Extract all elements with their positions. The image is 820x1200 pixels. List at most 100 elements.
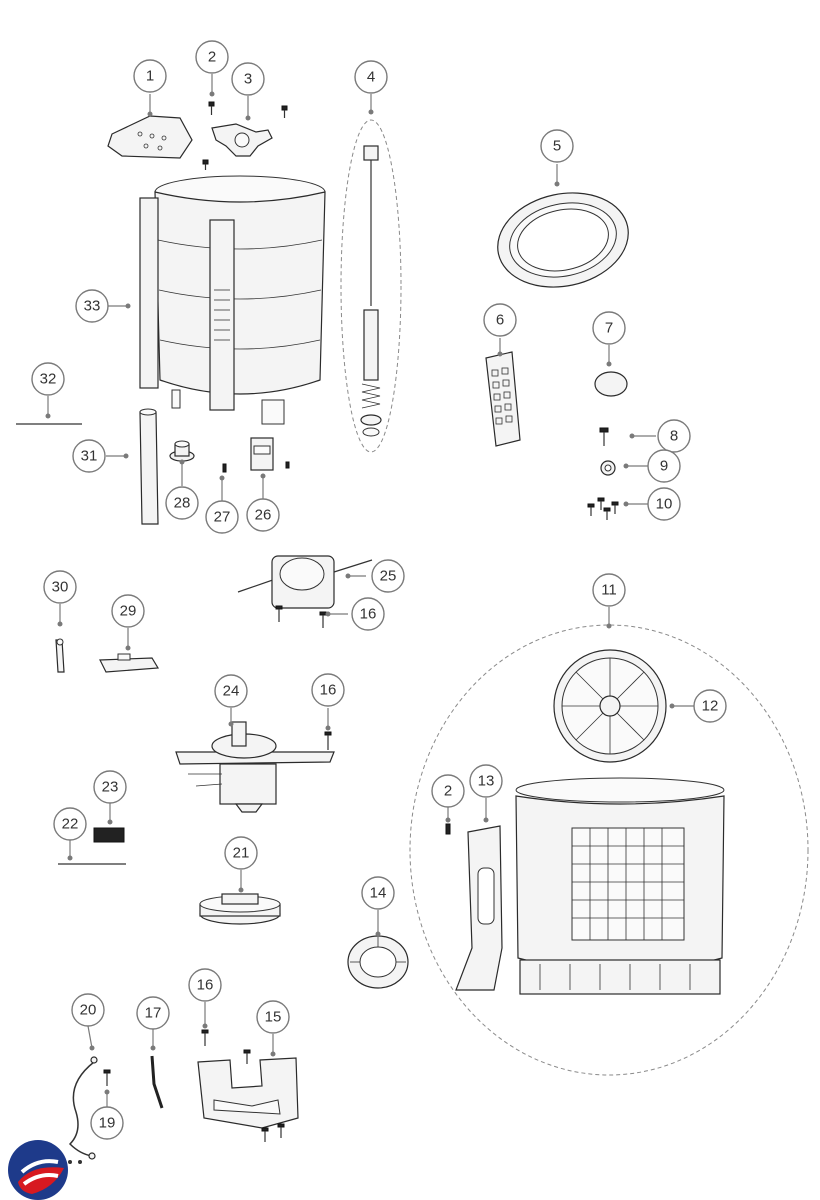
callout-30: 30 [43,570,77,604]
svg-text:33: 33 [84,298,101,315]
callout-14: 14 [361,876,395,910]
svg-text:22: 22 [62,816,79,833]
svg-text:13: 13 [478,773,495,790]
part-2-screw [202,101,288,170]
part-28-seal-cap [169,440,195,462]
part-6-lint-filter [485,351,521,447]
svg-text:25: 25 [380,568,397,585]
callout-2-b: 2 [431,774,465,808]
svg-text:16: 16 [197,977,214,994]
callout-23: 23 [93,770,127,804]
callout-32: 32 [31,362,65,396]
svg-text:11: 11 [601,582,617,599]
svg-text:32: 32 [40,371,57,388]
callout-5: 5 [540,129,574,163]
callout-9: 9 [647,449,681,483]
svg-text:16: 16 [320,682,337,699]
svg-text:2: 2 [444,783,452,800]
svg-text:26: 26 [255,507,272,524]
callout-28: 28 [165,486,199,520]
part-25-drain-motor [237,555,373,609]
callout-7: 7 [592,311,626,345]
callout-16-a: 16 [351,597,385,631]
callout-27: 27 [205,500,239,534]
part-2-screw-b [445,823,451,835]
part-15-base-bracket [197,1057,299,1129]
svg-text:10: 10 [656,496,673,513]
callout-31: 31 [72,439,106,473]
part-26-drain-valve [250,437,290,471]
svg-text:29: 29 [120,603,137,620]
callout-33: 33 [75,289,109,323]
part-7-cap [594,371,628,397]
svg-text:5: 5 [553,138,561,155]
svg-text:17: 17 [145,1005,162,1022]
part-8-screw [599,427,609,446]
callout-17: 17 [136,996,170,1030]
part-5-balance-ring [497,192,629,288]
svg-text:15: 15 [265,1009,282,1026]
callout-11: 11 [592,573,626,607]
callout-25: 25 [371,559,405,593]
part-9-washer [600,460,616,476]
part-20-ground-wire [68,1056,98,1160]
svg-text:27: 27 [214,509,231,526]
part-10-screws [587,497,619,520]
callout-12: 12 [693,689,727,723]
part-29-bracket [99,653,160,673]
callout-1: 1 [133,59,167,93]
part-16-screw-c [201,1029,285,1142]
part-23-label-plate [93,827,125,843]
svg-text:4: 4 [367,69,375,86]
part-11-group-outline [409,624,809,1076]
part-21-motor [199,893,281,925]
part-4-suspension-rod [360,145,382,437]
part-14-ring [347,935,409,989]
svg-text:1: 1 [146,68,154,85]
svg-text:21: 21 [233,845,250,862]
svg-text:30: 30 [52,579,69,596]
callout-3: 3 [231,62,265,96]
part-1-panel-cover [107,115,193,159]
callout-24: 24 [214,674,248,708]
callout-8: 8 [657,419,691,453]
part-17-clip [150,1055,164,1109]
callout-15: 15 [256,1000,290,1034]
svg-text:2: 2 [208,49,216,66]
svg-text:7: 7 [605,320,613,337]
part-19-screw [103,1069,111,1086]
svg-text:8: 8 [670,428,678,445]
svg-text:14: 14 [370,885,387,902]
part-16-screw-a [275,605,327,628]
callout-29: 29 [111,594,145,628]
svg-text:9: 9 [660,458,668,475]
svg-text:19: 19 [99,1115,116,1132]
callout-22: 22 [53,807,87,841]
svg-text:12: 12 [702,698,719,715]
svg-text:16: 16 [360,606,377,623]
callout-16-b: 16 [311,673,345,707]
svg-text:23: 23 [102,779,119,796]
svg-text:28: 28 [174,495,191,512]
part-31-hose-tube [139,408,159,525]
part-12-pulsator [553,649,667,763]
callout-26: 26 [246,498,280,532]
part-24-clutch-assembly [175,721,335,813]
callout-6: 6 [483,303,517,337]
callout-13: 13 [469,764,503,798]
svg-text:20: 20 [80,1002,97,1019]
part-30-pin [55,638,65,673]
callout-21: 21 [224,836,258,870]
part-13-drum-cover [455,825,503,991]
part-11-inner-drum [515,777,725,995]
part-16-screw-b [324,731,332,750]
callout-10: 10 [647,487,681,521]
brand-logo-icon [8,1140,68,1200]
part-3-top-bracket [211,123,273,157]
part-27-pin [222,463,227,473]
callout-4: 4 [354,60,388,94]
svg-text:3: 3 [244,71,252,88]
part-33-outer-tub [139,175,326,425]
callout-16-c: 16 [188,968,222,1002]
svg-text:24: 24 [223,683,240,700]
